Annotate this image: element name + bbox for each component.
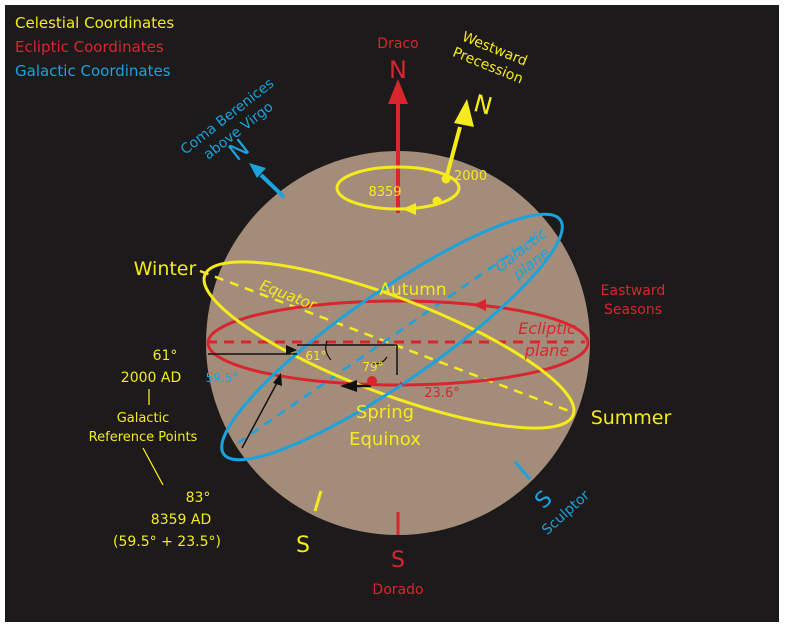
celestial-sphere-diagram: Celestial Coordinates Ecliptic Coordinat…	[15, 14, 672, 598]
obliquity-arc	[399, 381, 405, 387]
celestial-north-label: N	[471, 89, 496, 121]
celestial-south-tick	[313, 490, 323, 512]
year-2000-label: 2000	[454, 169, 487, 184]
reference-line-83	[241, 380, 279, 449]
spring-equinox-point	[367, 376, 377, 386]
angle-arc-61	[325, 340, 332, 361]
obliquity-angle-label: 23.6°	[424, 386, 459, 401]
galactic-south-label: S	[530, 486, 557, 514]
galactic-plane-circle	[220, 212, 564, 462]
precession-arrowhead	[402, 203, 416, 215]
celestial-north-axis	[444, 126, 462, 180]
galactic-north-axis	[259, 173, 286, 199]
winter-label: Winter	[134, 258, 197, 280]
ecliptic-south-label: S	[391, 548, 405, 573]
autumn-label: Autumn	[379, 280, 446, 300]
draco-label: Draco	[377, 36, 418, 52]
legend-celestial: Celestial Coordinates	[15, 14, 174, 32]
dorado-label: Dorado	[372, 582, 423, 598]
ecliptic-plane-label-line1: Ecliptic	[518, 319, 576, 338]
galactic-south-tick	[513, 461, 532, 480]
angle-59-label: 59.5°	[206, 371, 239, 385]
reference-title-line1: Galactic	[117, 411, 170, 426]
reference-8359-year: 8359 AD	[151, 512, 211, 528]
angle-61-label: 61°	[305, 349, 326, 363]
celestial-south-label: S	[296, 533, 310, 558]
summer-label: Summer	[591, 407, 672, 429]
reference-83-angle: 83°	[186, 490, 211, 506]
reference-arrow-61	[286, 345, 297, 355]
precession-circle	[335, 165, 461, 211]
galactic-north-arrowhead	[249, 163, 266, 178]
diagram-board: Celestial Coordinates Ecliptic Coordinat…	[5, 5, 779, 622]
ecliptic-circle	[206, 299, 590, 387]
ecliptic-north-arrowhead	[388, 79, 408, 104]
ecliptic-direction-arrowhead	[473, 299, 486, 311]
ecliptic-north-label: N	[389, 56, 407, 84]
eastward-label: Eastward	[601, 283, 666, 299]
angle-arc-79	[370, 356, 388, 365]
year-8359-label: 8359	[368, 185, 401, 200]
angle-79-label: 79°	[362, 360, 383, 374]
legend-ecliptic: Ecliptic Coordinates	[15, 38, 164, 56]
spring-label: Spring	[356, 402, 414, 423]
pole-position-8359-dot	[432, 196, 442, 206]
reference-61-angle: 61°	[153, 348, 178, 364]
celestial-north-arrowhead	[454, 99, 474, 127]
reference-leader-bottom	[142, 447, 164, 486]
galactic-plane-back	[237, 231, 542, 445]
reference-arrow-83	[273, 373, 282, 386]
legend-galactic: Galactic Coordinates	[15, 62, 171, 80]
reference-title-line2: Reference Points	[89, 430, 198, 445]
seasons-label: Seasons	[604, 302, 662, 318]
reference-formula: (59.5° + 23.5°)	[113, 534, 221, 550]
spring-direction-arrowhead	[340, 380, 357, 392]
celestial-equator-circle	[202, 260, 576, 430]
equinox-label: Equinox	[349, 429, 421, 450]
reference-2000-year: 2000 AD	[121, 370, 181, 386]
ecliptic-plane-label-line2: plane	[524, 341, 570, 360]
